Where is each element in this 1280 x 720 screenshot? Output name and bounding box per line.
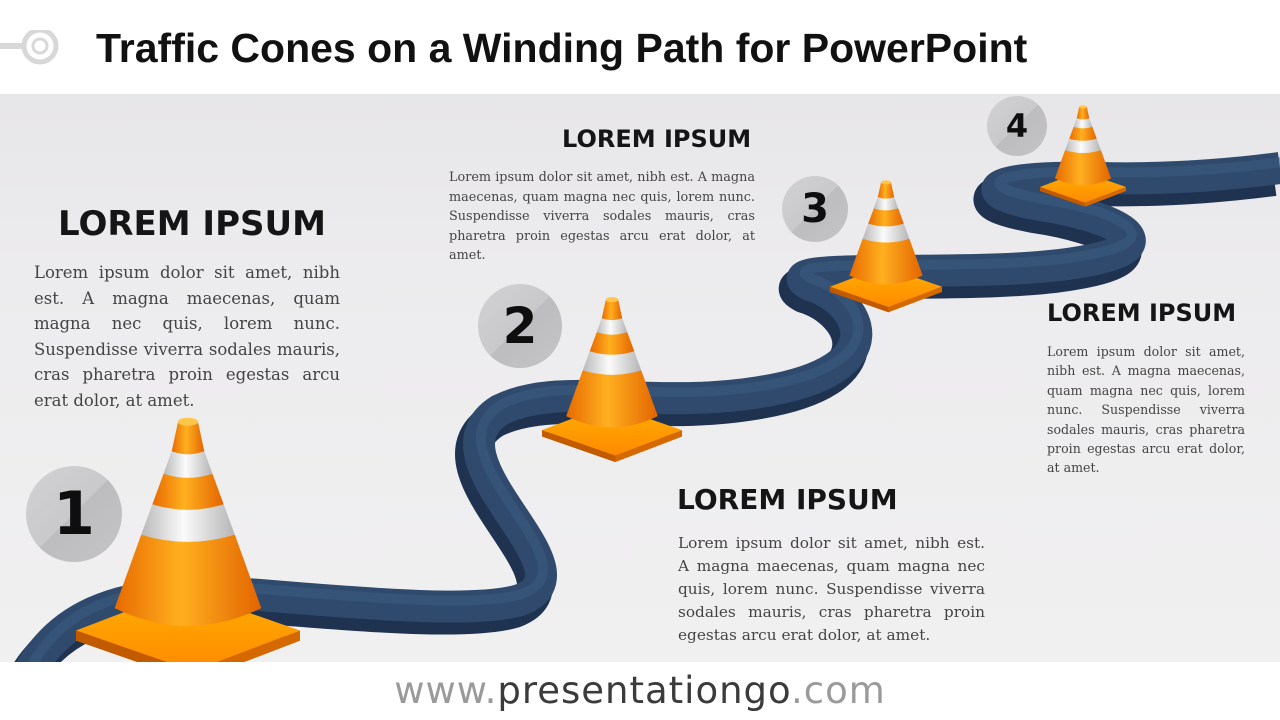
step-2-heading: LOREM IPSUM: [677, 483, 898, 516]
step-1-text: Lorem ipsum dolor sit amet, nibh est. A …: [34, 263, 340, 410]
traffic-cone-4: [1040, 100, 1126, 210]
traffic-cone-2: [542, 286, 682, 470]
footer-url: www.presentationgo.com: [0, 662, 1280, 720]
step-number-2-label: 2: [502, 297, 538, 355]
step-number-3: 3: [782, 176, 848, 242]
slide-canvas: 1 2 3 4 LOREM IPSUM Lorem ipsum dolor si…: [0, 0, 1280, 662]
traffic-cone-3: [830, 172, 942, 318]
winding-path: [15, 152, 1280, 662]
step-3-heading: LOREM IPSUM: [562, 125, 752, 153]
footer-suffix: .com: [791, 669, 886, 712]
step-number-4-label: 4: [1005, 107, 1029, 145]
footer-domain: presentationgo: [497, 669, 792, 712]
step-number-3-label: 3: [801, 186, 829, 232]
footer-prefix: www.: [394, 669, 498, 712]
step-3-text: Lorem ipsum dolor sit amet, nibh est. A …: [449, 170, 755, 263]
pin-icon: [0, 30, 59, 65]
step-number-1: 1: [26, 466, 122, 562]
step-2-text: Lorem ipsum dolor sit amet, nibh est. A …: [678, 534, 985, 644]
step-1-heading: LOREM IPSUM: [58, 204, 326, 244]
step-number-1-label: 1: [53, 479, 95, 549]
step-number-2: 2: [478, 284, 562, 368]
step-number-4: 4: [987, 96, 1047, 156]
title-bar: Traffic Cones on a Winding Path for Powe…: [0, 0, 1280, 94]
step-4-text: Lorem ipsum dolor sit amet, nibh est. A …: [1047, 344, 1245, 476]
page-title: Traffic Cones on a Winding Path for Powe…: [96, 25, 1028, 71]
step-4-heading: LOREM IPSUM: [1047, 299, 1237, 327]
